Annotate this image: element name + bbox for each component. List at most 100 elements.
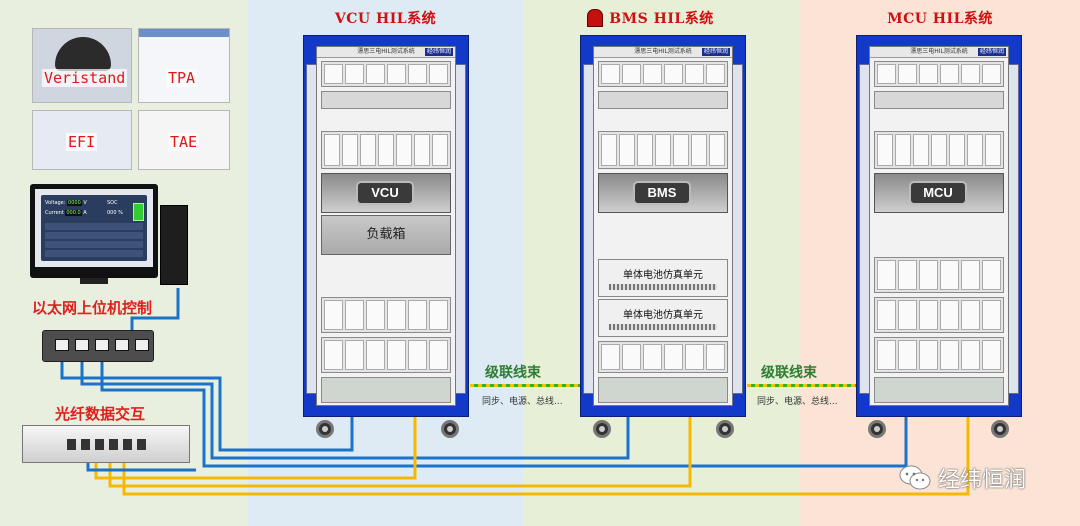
rack-header-text: 漂思三电HIL测试系统 [357,48,415,55]
switch-port-1[interactable] [55,339,69,351]
cascade-sub-2: 同步、电源、总线... [757,397,838,407]
battery-icon [133,203,144,221]
mcu-zone-title: MCU HIL系统 [887,11,993,27]
fiber-port-2[interactable] [81,439,90,450]
mcu-rack-frame: 漂思三电HIL测试系统 经纬恒润 MCU [869,46,1009,406]
battery-sim-label: 单体电池仿真单元 [623,270,703,281]
watermark: 经纬恒润 [898,462,1026,494]
rack-logo: 经纬恒润 [977,48,1006,56]
blank-panel [874,297,1004,333]
fiber-port-5[interactable] [123,439,132,450]
tpa-screenshot[interactable] [138,28,230,103]
blank-panel [321,297,451,333]
vcu-ecu-box: VCU [321,173,451,213]
vcu-rack[interactable]: 漂思三电HIL测试系统 经纬恒润 VCU 负载箱 [303,35,469,417]
switch-port-4[interactable] [115,339,129,351]
cascade-label-1: 级联线束 [485,365,541,381]
tpa-toolbar [139,29,229,37]
fiber-interface-unit [22,425,190,463]
bms-rack[interactable]: 漂思三电HIL测试系统 经纬恒润 BMS 单体电池仿真单元 单体电池仿真单元 [580,35,746,417]
voltage-label: Voltage: [45,200,66,206]
gauge-cluster-icon [55,37,111,71]
fiber-cable-bms-blue [80,360,630,460]
soc-unit: % [118,210,123,216]
ethernet-uplink-cable [130,288,180,338]
bms-rack-frame: 漂思三电HIL测试系统 经纬恒润 BMS 单体电池仿真单元 单体电池仿真单元 [593,46,733,406]
rack-logo: 经纬恒润 [701,48,730,56]
veristand-screenshot[interactable] [32,28,132,103]
rack-header: 漂思三电HIL测试系统 [594,47,732,58]
vcu-rack-frame: 漂思三电HIL测试系统 经纬恒润 VCU 负载箱 [316,46,456,406]
monitor-stand [80,278,108,284]
switch-port-2[interactable] [75,339,89,351]
cell-grid [45,223,143,257]
screen-panel: Voltage: 0000 V Current 000.0 A SOC 000 … [41,195,147,261]
blank-panel [874,257,1004,293]
instrument-panel [321,91,451,109]
io-card-panel [598,131,728,169]
instrument-panel [874,91,1004,109]
cascade-sub-1: 同步、电源、总线... [482,397,563,407]
blank-panel [874,337,1004,373]
battery-sim-label: 单体电池仿真单元 [623,310,703,321]
instrument-panel [598,91,728,109]
caster-wheel-icon [991,420,1009,438]
wechat-icon [899,465,931,490]
bms-ecu-chip: BMS [633,181,691,205]
fiber-cable-vcu-blue [60,360,354,452]
tae-label: TAE [168,133,200,151]
rack-header: 漂思三电HIL测试系统 [317,47,455,58]
bms-zone-title: BMS HIL系统 [609,11,714,27]
switch-port-5[interactable] [135,339,149,351]
load-box: 负载箱 [321,215,451,255]
fiber-port-4[interactable] [109,439,118,450]
fiber-label: 光纤数据交互 [55,405,146,423]
realtime-processor [598,377,728,403]
pc-tower-icon [160,205,188,285]
watermark-text: 经纬恒润 [938,468,1027,493]
battery-sim-unit-2: 单体电池仿真单元 [598,299,728,337]
voltage-value: 0000 [67,200,82,206]
realtime-processor [874,377,1004,403]
rack-header-text: 漂思三电HIL测试系统 [910,48,968,55]
host-label: 以太网上位机控制 [32,299,153,317]
fiber-port-3[interactable] [95,439,104,450]
fiber-port-6[interactable] [137,439,146,450]
rack-header-text: 漂思三电HIL测试系统 [634,48,692,55]
alarm-beacon-icon [587,9,603,27]
blank-panel [321,337,451,373]
mcu-ecu-box: MCU [874,173,1004,213]
caster-wheel-icon [716,420,734,438]
soc-label: SOC [107,200,118,206]
realtime-processor [321,377,451,403]
io-card-panel [874,131,1004,169]
mcu-rack[interactable]: 漂思三电HIL测试系统 经纬恒润 MCU [856,35,1022,417]
blank-panel [598,341,728,373]
switch-port-3[interactable] [95,339,109,351]
battery-sim-unit-1: 单体电池仿真单元 [598,259,728,297]
rack-side-panel [1008,64,1019,394]
power-panel [874,61,1004,87]
cascade-line-1 [470,384,580,387]
vcu-ecu-chip: VCU [356,181,414,205]
cascade-line-2 [747,384,856,387]
power-panel [598,61,728,87]
voltage-unit: V [83,200,87,206]
rack-logo: 经纬恒润 [424,48,453,56]
soc-value: 000 [107,210,117,216]
rack-header: 漂思三电HIL测试系统 [870,47,1008,58]
fiber-cable-mcu-blue [100,360,908,468]
rack-side-panel [732,64,743,394]
current-label: Current [45,210,64,216]
fiber-port-1[interactable] [67,439,76,450]
veristand-label: Veristand [42,69,128,87]
io-card-panel [321,131,451,169]
mcu-ecu-chip: MCU [909,181,967,205]
current-value: 000.0 [65,210,82,216]
tpa-label: TPA [166,69,198,87]
fiber-cable-bms-yellow [108,392,692,488]
current-unit: A [83,210,87,216]
bms-ecu-box: BMS [598,173,728,213]
